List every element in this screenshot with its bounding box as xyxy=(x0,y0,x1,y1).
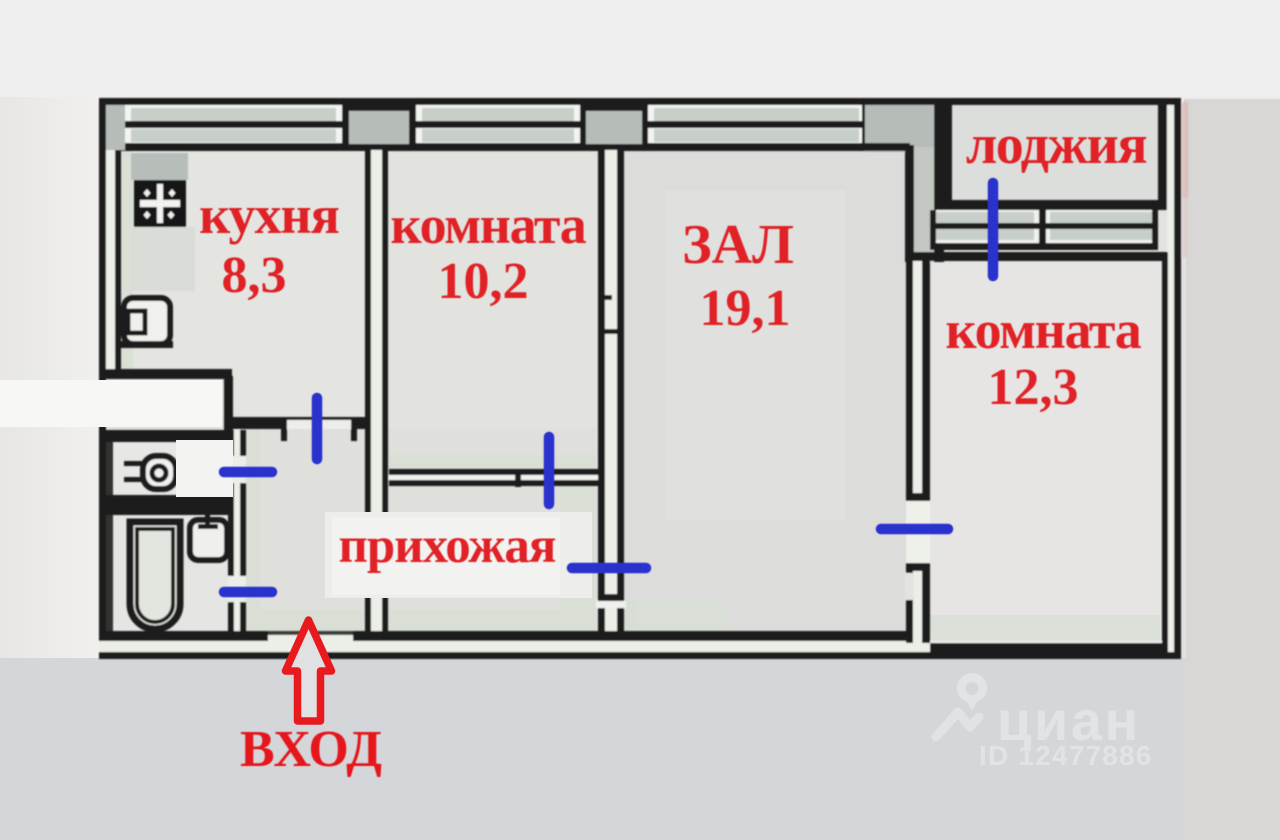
svg-text:кухня: кухня xyxy=(199,185,339,245)
svg-text:комната: комната xyxy=(946,300,1142,360)
svg-text:лоджия: лоджия xyxy=(966,114,1147,176)
svg-text:ВХОД: ВХОД xyxy=(240,721,382,778)
svg-text:12,3: 12,3 xyxy=(988,359,1079,416)
svg-text:прихожая: прихожая xyxy=(339,518,556,574)
svg-text:ID 12477886: ID 12477886 xyxy=(979,740,1153,771)
svg-text:10,2: 10,2 xyxy=(438,253,529,310)
svg-text:комната: комната xyxy=(391,195,587,255)
svg-text:циан: циан xyxy=(997,689,1141,752)
svg-text:8,3: 8,3 xyxy=(222,247,287,304)
svg-text:19,1: 19,1 xyxy=(700,280,791,337)
svg-text:ЗАЛ: ЗАЛ xyxy=(682,214,794,276)
